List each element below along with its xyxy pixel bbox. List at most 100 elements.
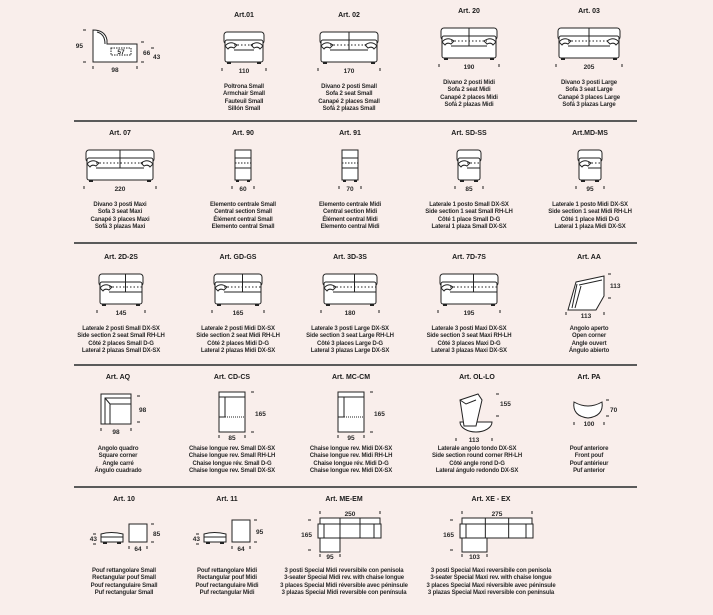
row-divider	[74, 486, 637, 488]
description-line: Front pouf	[574, 453, 604, 460]
article-code: Art. AQ	[105, 374, 131, 381]
dimension-label: 98	[112, 429, 120, 436]
dimension-label: 180	[345, 310, 356, 317]
dimension-label: 43	[193, 536, 201, 543]
dimension-label: 113	[469, 437, 480, 444]
article-code: Art. ME-EM	[325, 496, 363, 503]
description-line: Chaise longue rév. Midi D-G	[313, 460, 389, 467]
description-line: Pouf rettangolare Midi	[196, 568, 258, 574]
description-line: Side section 2 seat Midi RH-LH	[196, 333, 280, 340]
description-line: 3 places Special Midi réversible avec pé…	[280, 582, 408, 589]
description-line: Lateral 1 plaza Small DX-SX	[431, 224, 507, 231]
description-line: Central section Midi	[322, 209, 377, 216]
description: 3 posti Special Midi reversibile con pen…	[259, 568, 429, 598]
dimension-label: 100	[584, 421, 595, 428]
article-code: Art. 7D-7S	[452, 254, 486, 261]
description-line: Sofá 2 plazas Small	[322, 106, 376, 113]
description-line: Sofá 3 plazas Large	[562, 102, 616, 109]
description-line: Side section 1 seat Midi RH-LH	[548, 209, 632, 216]
description-line: Côté angle rond D-G	[449, 460, 505, 467]
sofa2-drawing: 205	[555, 27, 623, 71]
description-line: Chaise longue rév. Small D-G	[192, 460, 272, 467]
description-line: 3 posti Special Maxi reversibile con pen…	[430, 568, 552, 574]
description-line: Angolo quadro	[97, 446, 139, 452]
description-line: Côté 1 place Midi D-G	[560, 216, 620, 223]
frontpouf-drawing: 70 100	[573, 399, 618, 428]
article-code: Art. GD-GS	[219, 254, 257, 261]
dimension-label: 70	[610, 407, 618, 414]
article-code: Art. CD-CS	[213, 374, 251, 381]
description-line: Angle ouvert	[571, 340, 607, 347]
side1-drawing: 85	[454, 149, 484, 193]
side2-drawing: 180	[320, 273, 380, 317]
description-line: Open corner	[571, 333, 607, 340]
description-line: Puf rectangular Small	[94, 590, 154, 597]
article-code: Art. 03	[578, 8, 600, 15]
dimension-label: 98	[139, 407, 147, 414]
description-line: Lateral 2 plazas Small DX-SX	[81, 348, 161, 355]
description-line: Elemento centrale Small	[210, 202, 276, 208]
article-code: Art. AA	[577, 254, 601, 261]
description-line: Pouf antérieur	[569, 460, 609, 467]
description-line: Canapé 2 places Small	[318, 98, 380, 105]
description-line: Rectangular pouf Small	[92, 575, 156, 582]
description-line: Square corner	[98, 453, 138, 460]
description-line: Côté 2 places Midi D-G	[207, 340, 269, 347]
central-drawing: 60	[231, 149, 255, 193]
dimension-label: 60	[239, 186, 247, 193]
dimension-label: 95	[76, 43, 84, 50]
dimension-label: 145	[116, 310, 127, 317]
article-code: Art. MC-CM	[331, 374, 371, 381]
description-line: Central section Small	[214, 209, 272, 216]
description-line: Fauteuil Small	[224, 98, 264, 105]
dimension-label: 66	[143, 50, 151, 57]
description-line: Laterale angolo tondo DX-SX	[437, 446, 517, 452]
dimension-label: 190	[464, 64, 475, 71]
description-line: Sofá 3 plazas Maxi	[94, 224, 146, 231]
description-line: Sofa 2 seat Midi	[447, 87, 491, 94]
dimension-label: 98	[111, 67, 119, 74]
description-line: Chaise longue rev. Midi DX-SX	[309, 468, 393, 475]
description-line: Laterale 1 posto Small DX-SX	[429, 202, 509, 208]
dimension-label: 220	[115, 186, 126, 193]
dimension-label: 165	[443, 532, 454, 539]
description-line: Lateral ángulo redondo DX-SX	[435, 468, 519, 475]
dimension-label: 170	[344, 68, 355, 75]
description-line: Canapé 2 places Midi	[440, 94, 498, 101]
description-line: Divano 3 posti Large	[560, 80, 617, 86]
sofa2-drawing: 170	[317, 31, 381, 75]
description-line: Canapé 3 places Large	[558, 94, 620, 101]
description-line: Côté 2 places Small D-G	[88, 340, 154, 347]
dimension-label: 70	[346, 186, 354, 193]
description-line: Puf anterior	[573, 468, 605, 475]
article-code: Art. 11	[216, 496, 238, 503]
description-line: Ángulo abierto	[568, 348, 610, 355]
description-line: Elemento central Midi	[320, 224, 380, 231]
description-line: Côté 1 place Small D-G	[437, 216, 501, 223]
dimension-label: 95	[326, 554, 334, 561]
description-line: Côté 3 places Large D-G	[317, 340, 383, 347]
article-code: Art. 20	[458, 8, 480, 15]
article-code: Art. 90	[232, 130, 254, 137]
dimension-label: 165	[374, 411, 385, 418]
